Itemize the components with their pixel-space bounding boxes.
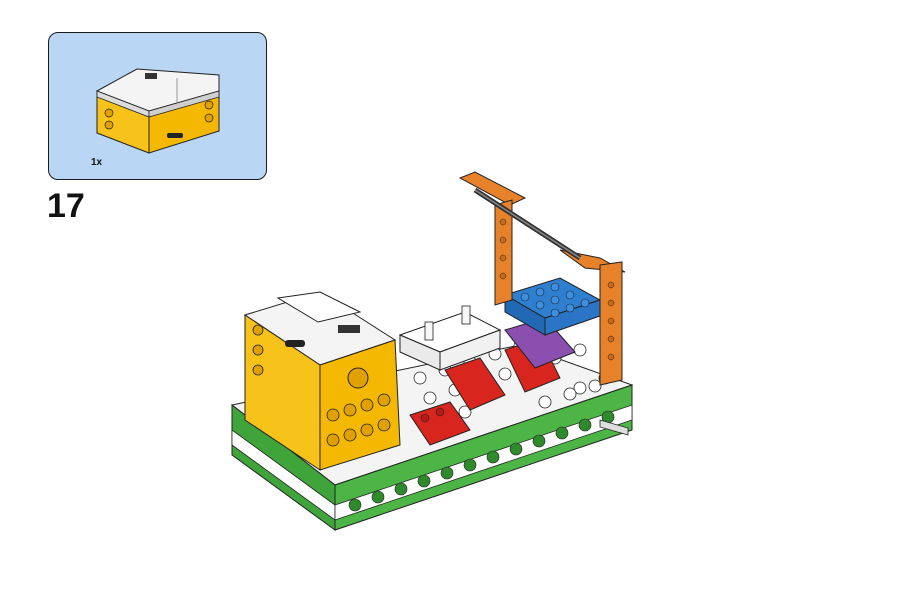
step-number: 17 (47, 187, 85, 225)
hub-box-icon (95, 68, 220, 154)
parts-callout: 1x (48, 32, 267, 180)
quantity-label: 1x (91, 157, 103, 168)
